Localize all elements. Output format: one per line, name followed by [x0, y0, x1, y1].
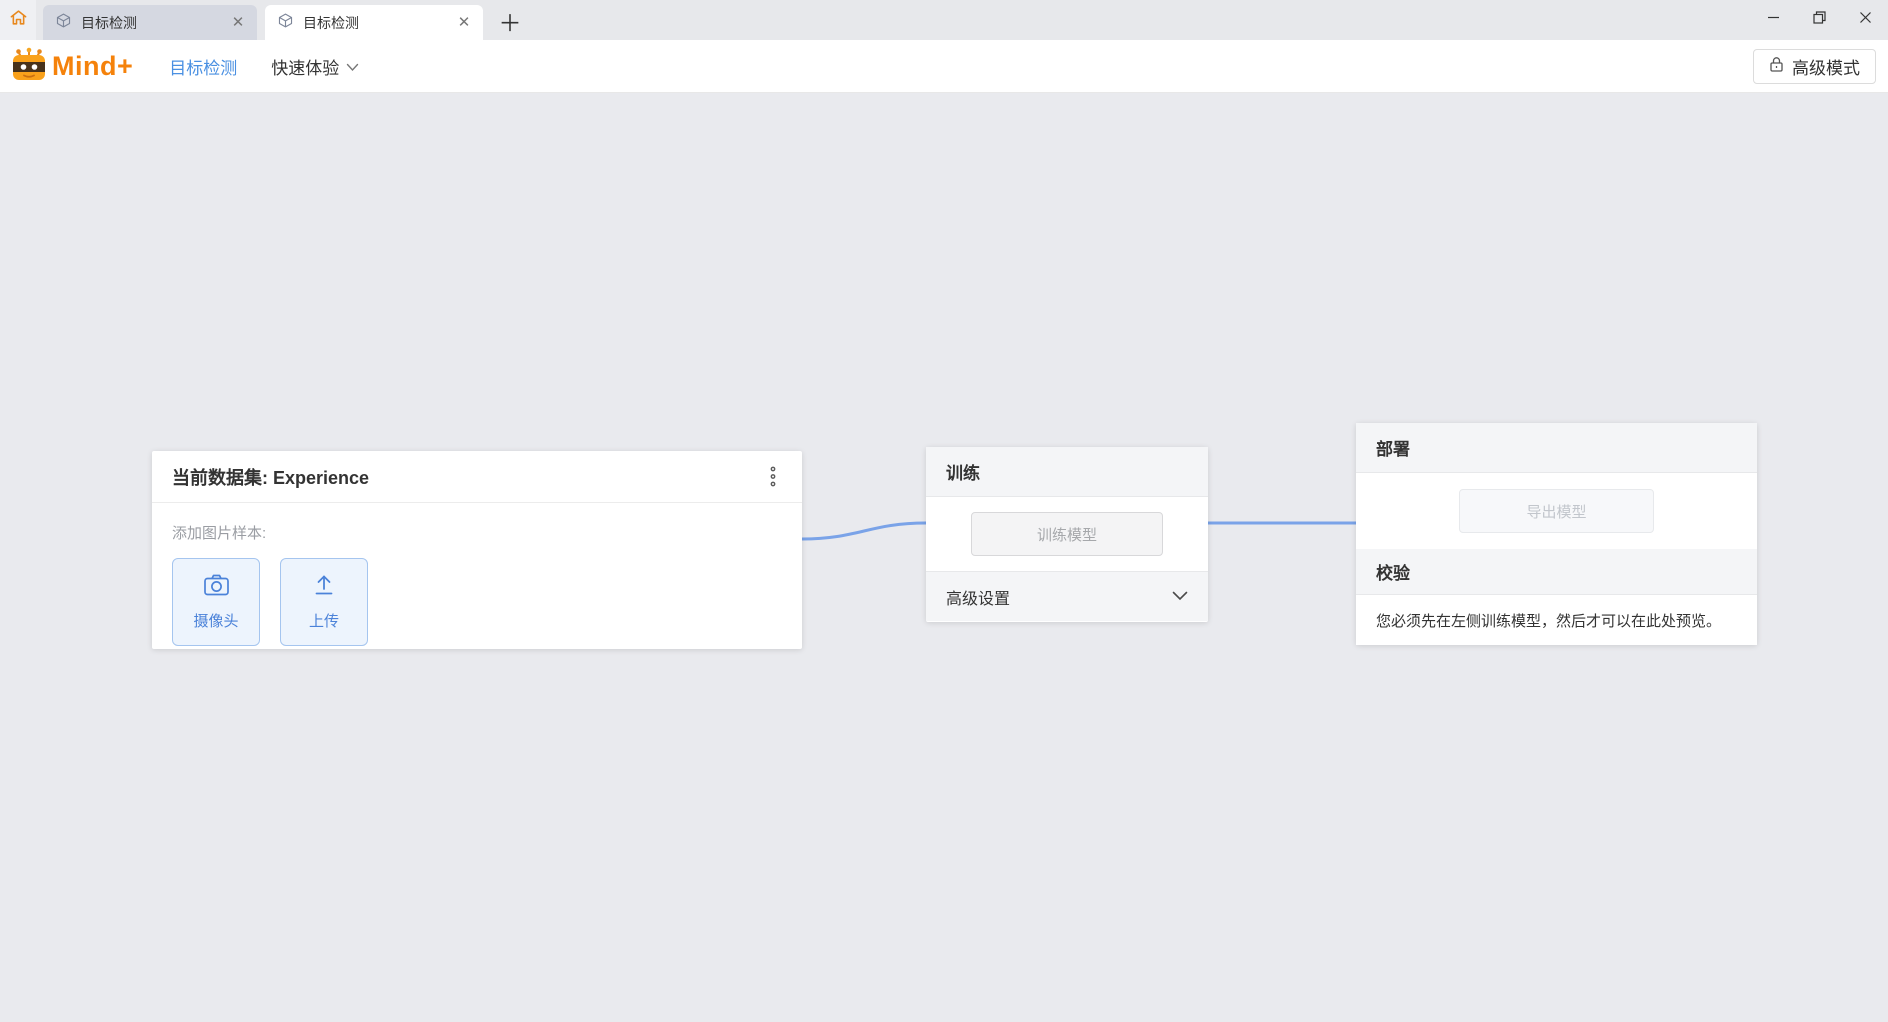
window-controls — [1750, 0, 1888, 40]
advanced-mode-button[interactable]: 高级模式 — [1753, 48, 1876, 84]
tab-close-icon[interactable]: ✕ — [457, 13, 471, 31]
chevron-down-icon — [1172, 588, 1188, 606]
deploy-title: 部署 — [1376, 440, 1410, 459]
cube-icon — [55, 12, 72, 34]
camera-button[interactable]: 摄像头 — [172, 558, 260, 646]
new-tab-button[interactable]: ＋ — [495, 6, 525, 36]
camera-button-label: 摄像头 — [193, 613, 239, 630]
dataset-card-body: 添加图片样本: 摄像头 — [152, 503, 802, 665]
advanced-settings-label: 高级设置 — [946, 590, 1011, 608]
workflow-canvas: 当前数据集: Experience 添加图片样本: — [0, 93, 1888, 1022]
cube-icon — [277, 12, 294, 34]
deploy-card: 部署 导出模型 校验 您必须先在左侧训练模型，然后才可以在此处预览。 — [1356, 423, 1757, 645]
upload-icon — [312, 573, 336, 602]
train-model-label: 训练模型 — [1036, 526, 1097, 544]
restore-button[interactable] — [1796, 0, 1842, 40]
plus-icon: ＋ — [498, 10, 522, 36]
export-model-label: 导出模型 — [1526, 503, 1587, 521]
home-icon — [9, 8, 28, 32]
brand-name: Mind+ — [52, 50, 134, 81]
restore-icon — [1812, 11, 1826, 29]
training-card: 训练 训练模型 高级设置 — [926, 447, 1208, 622]
validate-message: 您必须先在左侧训练模型，然后才可以在此处预览。 — [1376, 612, 1722, 630]
validate-card-body: 您必须先在左侧训练模型，然后才可以在此处预览。 — [1356, 595, 1757, 645]
dataset-card: 当前数据集: Experience 添加图片样本: — [152, 451, 802, 649]
upload-button-label: 上传 — [308, 613, 339, 630]
tab-label: 目标检测 — [303, 14, 359, 31]
training-card-body: 训练模型 — [926, 497, 1208, 571]
app-header: Mind+ 目标检测 快速体验 高级模式 — [0, 40, 1888, 93]
mindplus-logo[interactable]: Mind+ — [10, 47, 133, 86]
dataset-title: 当前数据集: Experience — [172, 467, 370, 488]
training-title: 训练 — [946, 464, 980, 483]
validate-card-header: 校验 — [1356, 549, 1757, 595]
deploy-card-body: 导出模型 — [1356, 473, 1757, 549]
kebab-menu-icon[interactable] — [768, 462, 778, 492]
camera-icon — [203, 573, 230, 602]
tab-close-icon[interactable]: ✕ — [231, 13, 245, 31]
close-window-button[interactable] — [1842, 0, 1888, 40]
sample-source-row: 摄像头 上传 — [172, 558, 782, 646]
nav-mode-label: 快速体验 — [271, 58, 340, 78]
training-card-header: 训练 — [926, 447, 1208, 497]
lock-icon — [1769, 56, 1784, 77]
close-icon — [1859, 11, 1872, 29]
tab-object-detection-inactive[interactable]: 目标检测 ✕ — [43, 5, 257, 40]
dataset-card-header: 当前数据集: Experience — [152, 451, 802, 503]
tab-object-detection-active[interactable]: 目标检测 ✕ — [265, 5, 483, 40]
minimize-icon — [1767, 11, 1780, 29]
tab-bar: 目标检测 ✕ 目标检测 ✕ ＋ — [0, 0, 1888, 40]
export-model-button[interactable]: 导出模型 — [1459, 489, 1654, 533]
train-model-button[interactable]: 训练模型 — [971, 512, 1163, 556]
advanced-settings-row[interactable]: 高级设置 — [926, 571, 1208, 621]
nav-project-link[interactable]: 目标检测 — [169, 58, 238, 78]
nav-mode-menu[interactable]: 快速体验 — [271, 54, 359, 79]
advanced-mode-label: 高级模式 — [1792, 58, 1860, 78]
validate-title: 校验 — [1376, 564, 1410, 583]
upload-button[interactable]: 上传 — [280, 558, 368, 646]
deploy-card-header: 部署 — [1356, 423, 1757, 473]
tab-label: 目标检测 — [81, 14, 137, 31]
home-button[interactable] — [0, 0, 36, 40]
robot-icon — [10, 47, 48, 86]
minimize-button[interactable] — [1750, 0, 1796, 40]
chevron-down-icon — [346, 57, 359, 77]
add-samples-label: 添加图片样本: — [172, 525, 267, 542]
